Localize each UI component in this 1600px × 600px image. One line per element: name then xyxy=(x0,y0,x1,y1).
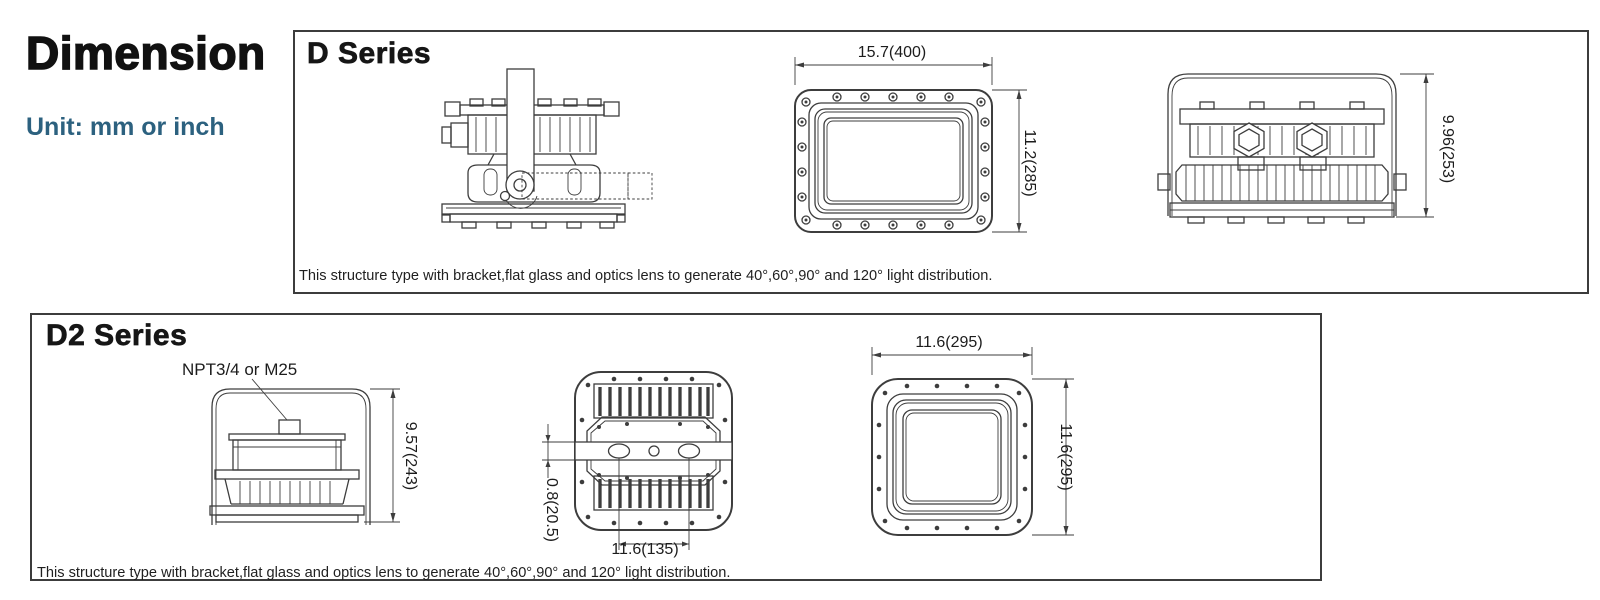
d-front-height-label: 11.2(285) xyxy=(1021,129,1038,197)
front-bolt-dots xyxy=(876,383,1028,531)
d-series-side-view-drawing xyxy=(441,68,653,229)
d-series-caption: This structure type with bracket,flat gl… xyxy=(299,268,993,284)
d-series-panel: D Series xyxy=(293,30,1589,294)
d2-npt-label: NPT3/4 or M25 xyxy=(182,360,298,379)
npt-leader-line xyxy=(251,378,288,421)
front-height-dimension-lines xyxy=(1032,378,1074,536)
page-title: Dimension xyxy=(25,26,266,80)
d2-front-width-label: 11.6(295) xyxy=(915,334,983,351)
d2-series-caption: This structure type with bracket,flat gl… xyxy=(37,565,731,581)
front-height-dimension-lines xyxy=(992,89,1027,233)
d-series-rear-view-drawing xyxy=(1157,73,1434,224)
d-series-front-view-drawing xyxy=(794,57,1027,233)
d2-series-front-view-drawing xyxy=(871,347,1074,536)
d2-series-side-view-drawing xyxy=(209,378,400,525)
d2-back-slot-spacing-label: 11.6(135) xyxy=(611,541,679,558)
d-rear-height-label: 9.96(253) xyxy=(1439,114,1456,184)
d2-series-panel: D2 Series NPT3/4 or M25 xyxy=(30,313,1322,581)
front-bolt-circles xyxy=(797,92,990,230)
d2-series-title: D2 Series xyxy=(46,319,188,353)
unit-label: Unit: mm or inch xyxy=(26,113,225,141)
back-offset-dimension-lines xyxy=(542,424,575,478)
back-slot-dimension-lines xyxy=(618,458,690,550)
d2-front-height-label: 11.6(295) xyxy=(1057,423,1074,491)
front-width-dimension-lines xyxy=(871,347,1033,375)
d2-side-height-label: 9.57(243) xyxy=(402,421,419,491)
side-height-dimension-lines xyxy=(364,388,400,523)
d-front-width-label: 15.7(400) xyxy=(857,44,927,61)
d2-back-offset-label: 0.8(20.5) xyxy=(543,477,560,543)
rear-height-dimension-lines xyxy=(1396,73,1434,218)
front-width-dimension-lines xyxy=(794,57,993,85)
d2-series-back-view-drawing xyxy=(542,371,733,550)
d-series-title: D Series xyxy=(307,37,432,71)
